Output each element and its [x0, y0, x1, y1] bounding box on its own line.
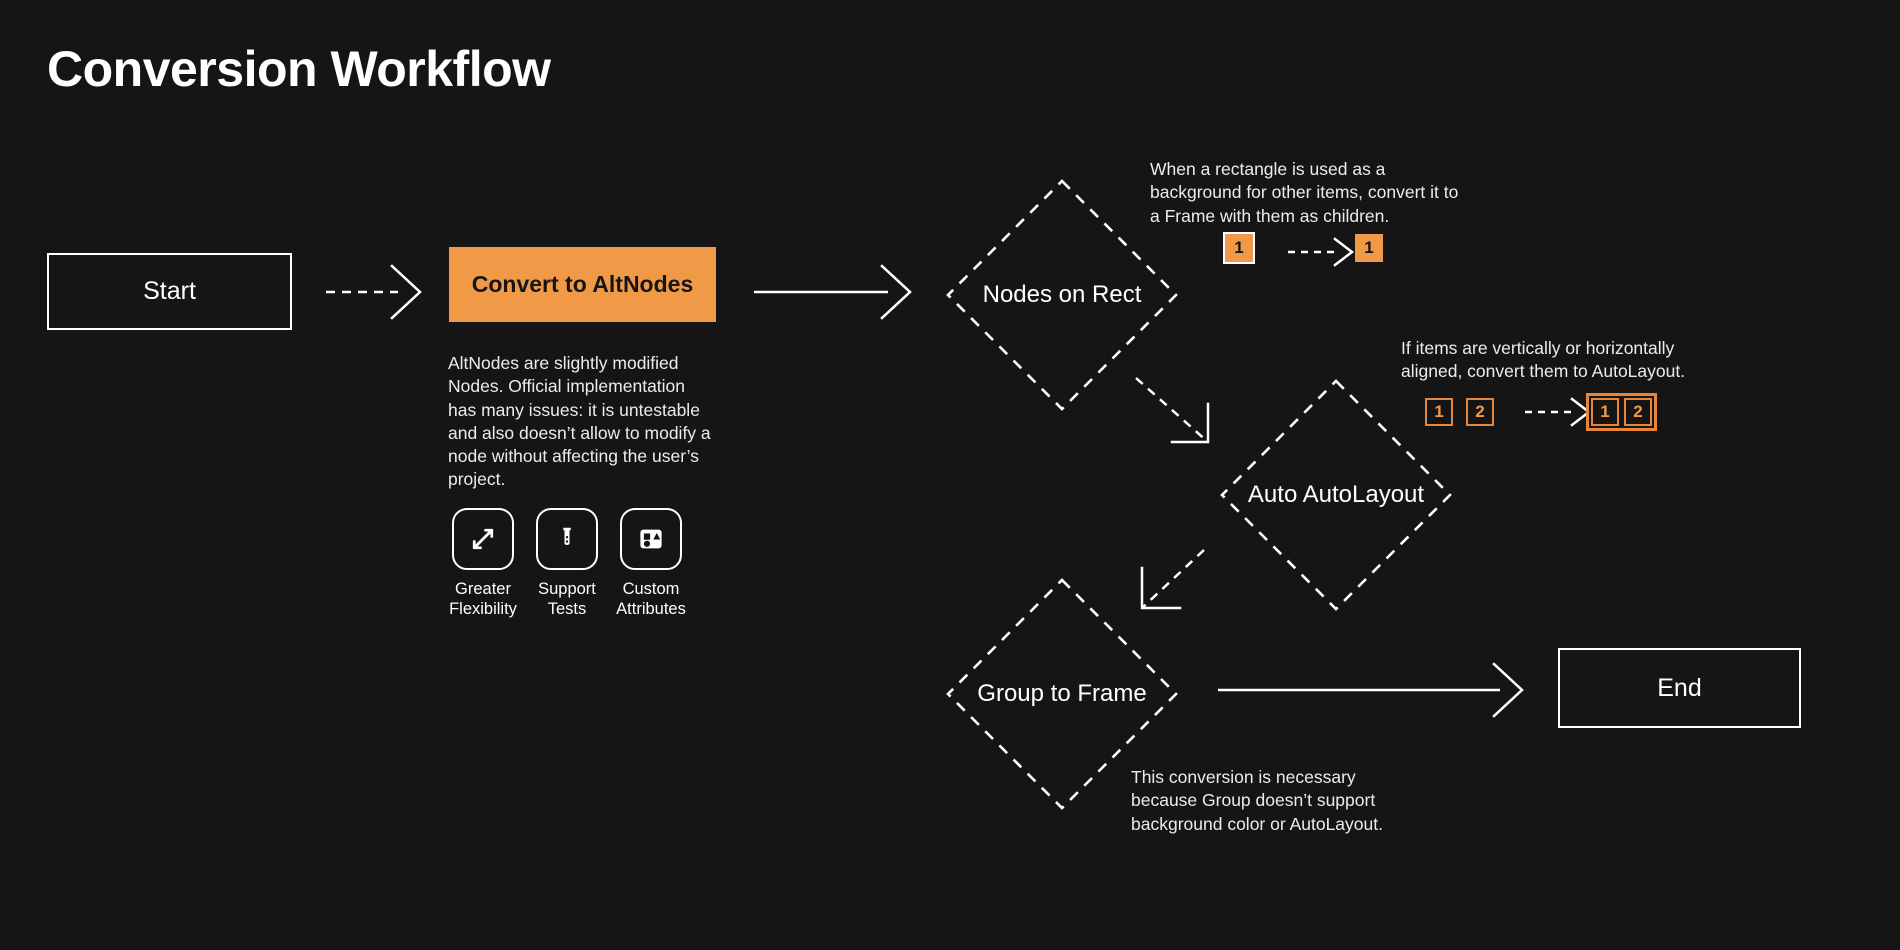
feature-list: Greater Flexibility Support Tests: [449, 508, 686, 619]
annotation-nodes-on-rect: When a rectangle is used as a background…: [1150, 159, 1459, 226]
badge-before-2: 2: [1466, 398, 1494, 426]
node-end-label: End: [1657, 673, 1702, 702]
node-start-label: Start: [143, 277, 196, 305]
node-nodes-on-rect[interactable]: Nodes on Rect: [944, 177, 1180, 413]
convert-description: AltNodes are slightly modified Nodes. Of…: [448, 353, 711, 490]
node-auto-autolayout-label: Auto AutoLayout: [1247, 481, 1425, 508]
badge-before-1: 1: [1425, 398, 1453, 426]
feature-label: Greater Flexibility: [449, 580, 517, 619]
edge-start-to-convert: [326, 264, 422, 320]
badge-after-1: 1: [1591, 398, 1619, 426]
node-group-to-frame[interactable]: Group to Frame: [944, 576, 1180, 812]
expand-arrows-icon: [452, 508, 514, 570]
feature-label: Custom Attributes: [616, 580, 686, 619]
feature-custom-attributes[interactable]: Custom Attributes: [616, 508, 686, 619]
node-auto-autolayout[interactable]: Auto AutoLayout: [1218, 377, 1454, 613]
badge-after-1: 1: [1355, 234, 1383, 262]
annotation-badges-nodes-on-rect: 1 1: [1223, 232, 1383, 264]
badge-after-2: 2: [1624, 398, 1652, 426]
annotation-badges-auto-autolayout: 1 2 1 2: [1425, 393, 1657, 431]
badge-before-1: 1: [1223, 232, 1255, 264]
node-start[interactable]: Start: [47, 253, 292, 330]
annotation-group-to-frame: This conversion is necessary because Gro…: [1131, 767, 1383, 834]
feature-greater-flexibility[interactable]: Greater Flexibility: [449, 508, 517, 619]
feature-support-tests[interactable]: Support Tests: [536, 508, 598, 619]
annotation-auto-autolayout: If items are vertically or horizontally …: [1401, 338, 1686, 382]
node-end[interactable]: End: [1558, 648, 1801, 728]
page-title: Conversion Workflow: [47, 41, 551, 97]
diamond-shape: [1220, 379, 1452, 611]
edge-group-to-frame-to-end: [1218, 662, 1524, 718]
node-group-to-frame-label: Group to Frame: [977, 680, 1147, 707]
edge-convert-to-nodes-on-rect: [754, 264, 912, 320]
node-convert-to-altnodes[interactable]: Convert to AltNodes: [449, 247, 716, 322]
shapes-attributes-icon: [620, 508, 682, 570]
diamond-shape: [946, 179, 1178, 411]
node-nodes-on-rect-label: Nodes on Rect: [982, 281, 1142, 308]
node-convert-label: Convert to AltNodes: [471, 271, 694, 297]
diamond-shape: [946, 578, 1178, 810]
test-tube-icon: [536, 508, 598, 570]
badge-after-group-frame: 1 2: [1586, 393, 1657, 431]
feature-label: Support Tests: [538, 580, 596, 619]
